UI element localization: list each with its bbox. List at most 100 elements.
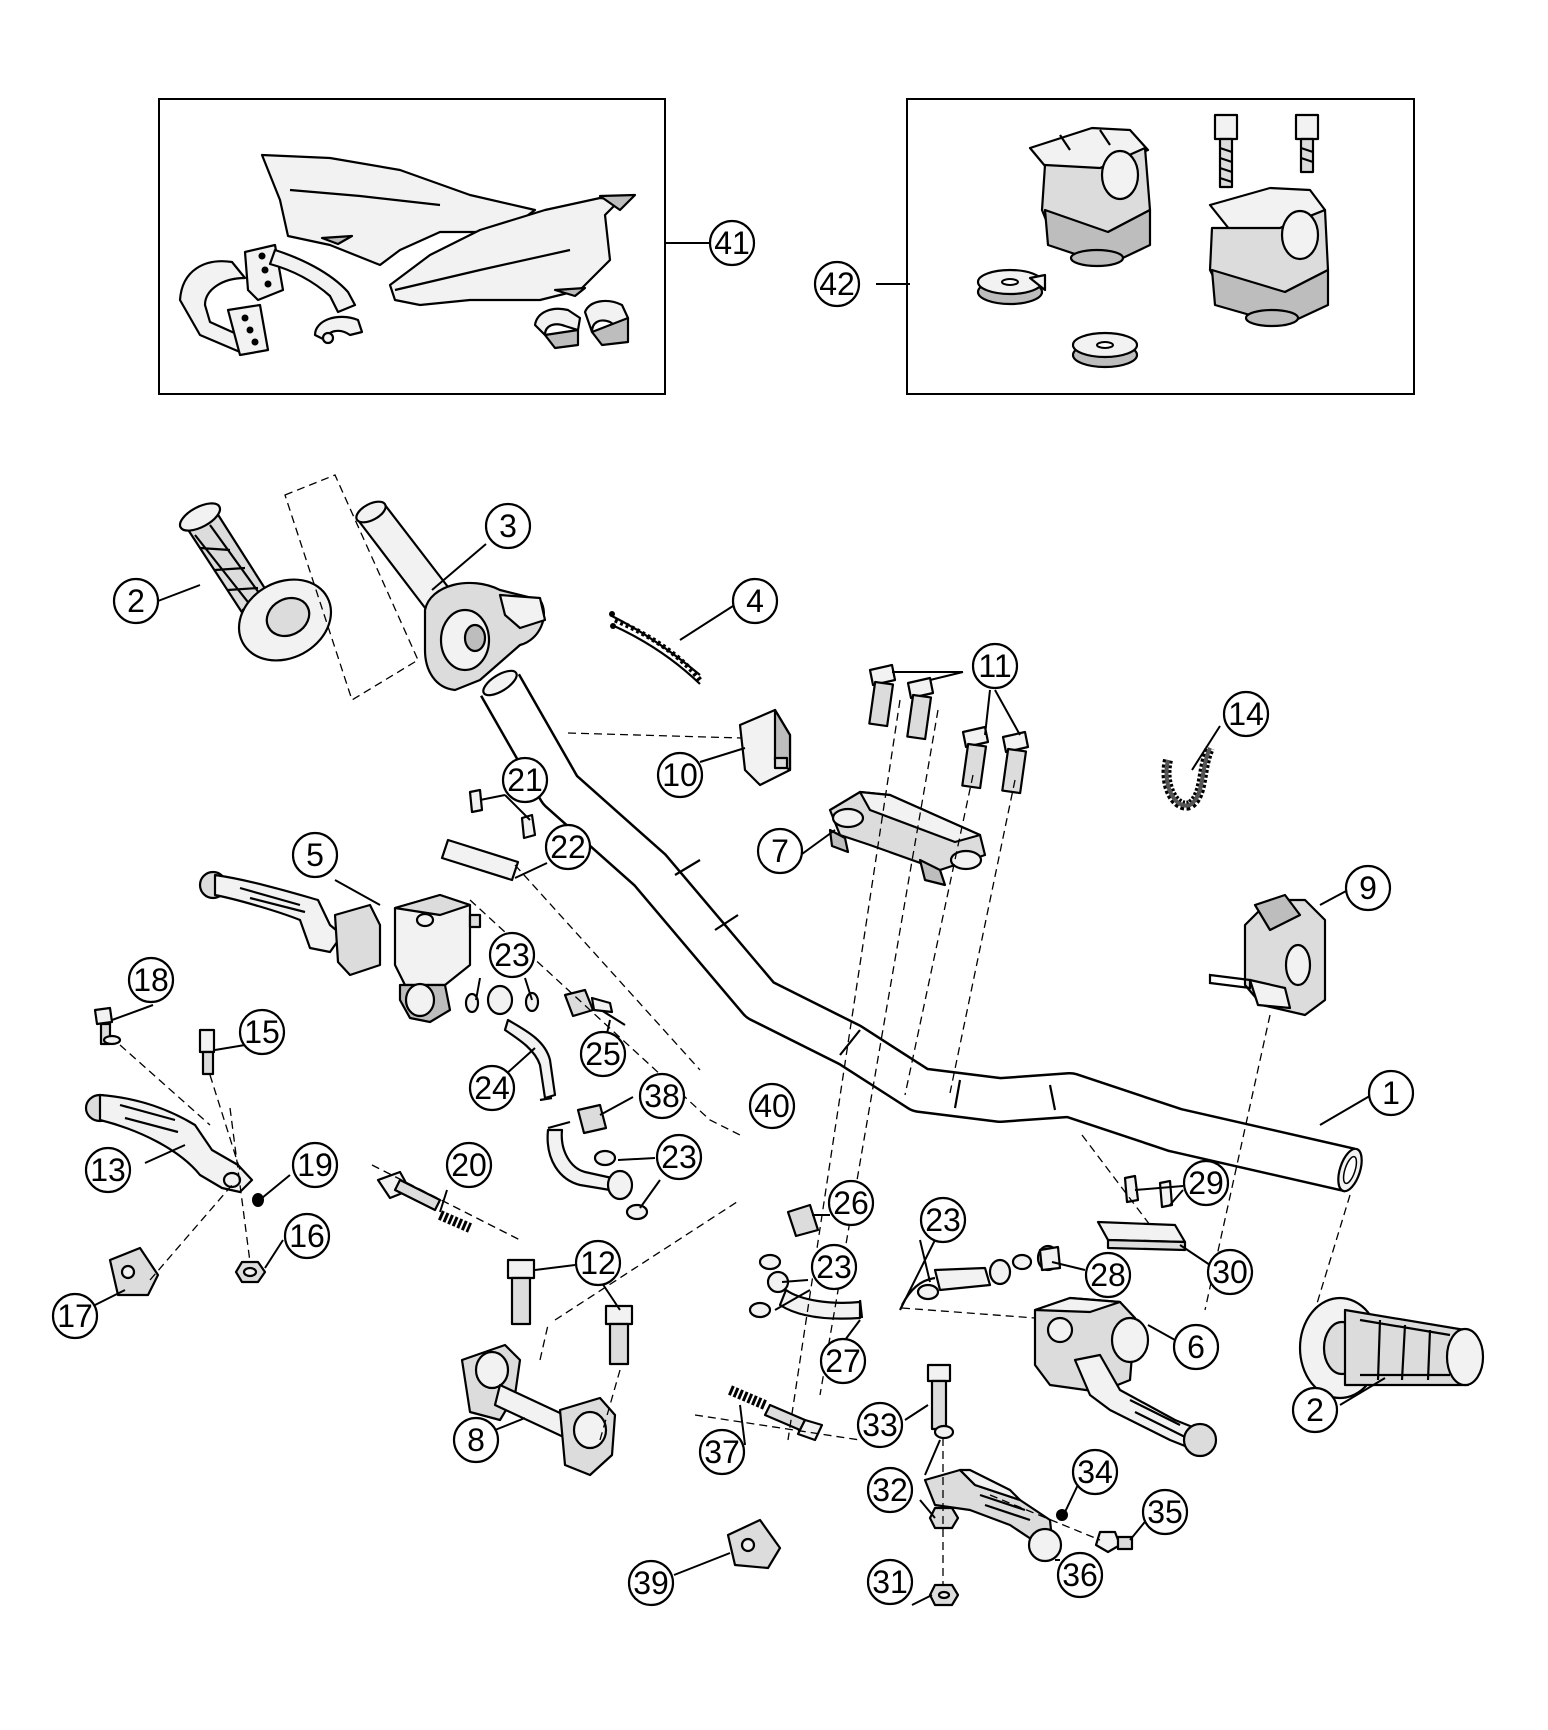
bracket-39 xyxy=(726,1518,782,1570)
svg-text:6: 6 xyxy=(1187,1329,1205,1365)
callout: 39 xyxy=(627,1559,675,1607)
svg-text:40: 40 xyxy=(754,1088,790,1124)
spring-19 xyxy=(252,1193,264,1207)
callout: 36 xyxy=(1056,1551,1104,1599)
callout: 12 xyxy=(574,1239,622,1287)
kit-box-handguards xyxy=(158,98,666,395)
cable-strap xyxy=(1161,745,1215,811)
callout: 21 xyxy=(501,756,549,804)
svg-text:2: 2 xyxy=(127,583,145,619)
svg-text:3: 3 xyxy=(499,508,517,544)
svg-text:10: 10 xyxy=(662,757,698,793)
svg-text:23: 23 xyxy=(494,937,530,973)
nut-31 xyxy=(928,1583,960,1607)
clamp-bolts-lower xyxy=(506,1258,634,1366)
svg-text:22: 22 xyxy=(550,829,586,865)
svg-text:2: 2 xyxy=(1306,1392,1324,1428)
callout: 14 xyxy=(1222,690,1270,738)
svg-text:13: 13 xyxy=(90,1152,126,1188)
callout: 2 xyxy=(112,577,160,625)
callout: 23 xyxy=(919,1196,967,1244)
callout: 41 xyxy=(708,219,756,267)
callout: 23 xyxy=(810,1243,858,1291)
callout: 31 xyxy=(866,1558,914,1606)
svg-text:32: 32 xyxy=(872,1472,908,1508)
callout: 28 xyxy=(1084,1251,1132,1299)
callout: 11 xyxy=(971,642,1019,690)
svg-text:31: 31 xyxy=(872,1564,908,1600)
svg-text:1: 1 xyxy=(1382,1075,1400,1111)
callout: 7 xyxy=(756,827,804,875)
svg-text:12: 12 xyxy=(580,1245,616,1281)
svg-text:18: 18 xyxy=(133,962,169,998)
svg-text:21: 21 xyxy=(507,762,543,798)
svg-text:34: 34 xyxy=(1077,1454,1113,1490)
banjo-28 xyxy=(899,1244,1062,1311)
callout: 30 xyxy=(1206,1248,1254,1296)
callout: 9 xyxy=(1344,864,1392,912)
svg-text:8: 8 xyxy=(467,1422,485,1458)
callout: 19 xyxy=(291,1141,339,1189)
callout: 13 xyxy=(84,1146,132,1194)
cover-plate-left xyxy=(440,788,537,882)
svg-text:33: 33 xyxy=(862,1407,898,1443)
svg-text:37: 37 xyxy=(704,1434,740,1470)
svg-text:24: 24 xyxy=(474,1070,510,1106)
svg-text:25: 25 xyxy=(585,1036,621,1072)
nut-16 xyxy=(234,1260,267,1284)
callout: 27 xyxy=(819,1337,867,1385)
brake-line-mid xyxy=(546,1103,649,1221)
handlebar xyxy=(480,669,1363,1193)
callout: 25 xyxy=(579,1030,627,1078)
svg-text:20: 20 xyxy=(451,1147,487,1183)
callout: 29 xyxy=(1182,1159,1230,1207)
svg-text:23: 23 xyxy=(661,1139,697,1175)
svg-text:36: 36 xyxy=(1062,1557,1098,1593)
top-clamp xyxy=(828,790,987,887)
svg-text:23: 23 xyxy=(816,1249,852,1285)
svg-text:30: 30 xyxy=(1212,1254,1248,1290)
callout: 23 xyxy=(488,931,536,979)
svg-text:38: 38 xyxy=(644,1078,680,1114)
lever-36 xyxy=(923,1468,1063,1563)
left-grip xyxy=(178,502,333,662)
svg-text:16: 16 xyxy=(289,1218,325,1254)
callout: 6 xyxy=(1172,1323,1220,1371)
callout: 35 xyxy=(1141,1488,1189,1536)
adjuster-37 xyxy=(728,1385,824,1442)
callout: 17 xyxy=(51,1292,99,1340)
bolt-33 xyxy=(926,1363,952,1431)
callout: 15 xyxy=(238,1008,286,1056)
callout: 38 xyxy=(638,1072,686,1120)
callout: 23 xyxy=(655,1133,703,1181)
switch-small xyxy=(738,708,792,787)
callout: 26 xyxy=(827,1179,875,1227)
callout: 34 xyxy=(1071,1448,1119,1496)
svg-text:41: 41 xyxy=(714,225,750,261)
washer-32 xyxy=(928,1424,960,1530)
svg-text:35: 35 xyxy=(1147,1494,1183,1530)
kit-box-bar-clamps xyxy=(906,98,1415,395)
svg-text:9: 9 xyxy=(1359,870,1377,906)
front-brake-master xyxy=(198,870,482,1024)
clamp-bolts-top xyxy=(868,663,1030,795)
callout: 22 xyxy=(544,823,592,871)
svg-text:11: 11 xyxy=(978,648,1011,684)
callout: 10 xyxy=(656,751,704,799)
cover-plate-right xyxy=(1096,1174,1187,1252)
svg-text:27: 27 xyxy=(825,1343,861,1379)
svg-text:39: 39 xyxy=(633,1565,669,1601)
adjuster-20 xyxy=(376,1170,472,1233)
callout: 2 xyxy=(1291,1386,1339,1434)
svg-text:42: 42 xyxy=(819,266,855,302)
callout: 40 xyxy=(748,1082,796,1130)
svg-text:7: 7 xyxy=(771,833,789,869)
adjuster-pin-15 xyxy=(198,1028,216,1076)
callouts: 41 42 3 2 4 11 14 10 21 22 7 5 9 23 18 1… xyxy=(51,219,1415,1607)
switch-housing xyxy=(1208,893,1327,1017)
callout: 33 xyxy=(856,1401,904,1449)
callout: 5 xyxy=(291,831,339,879)
callout: 42 xyxy=(813,260,861,308)
